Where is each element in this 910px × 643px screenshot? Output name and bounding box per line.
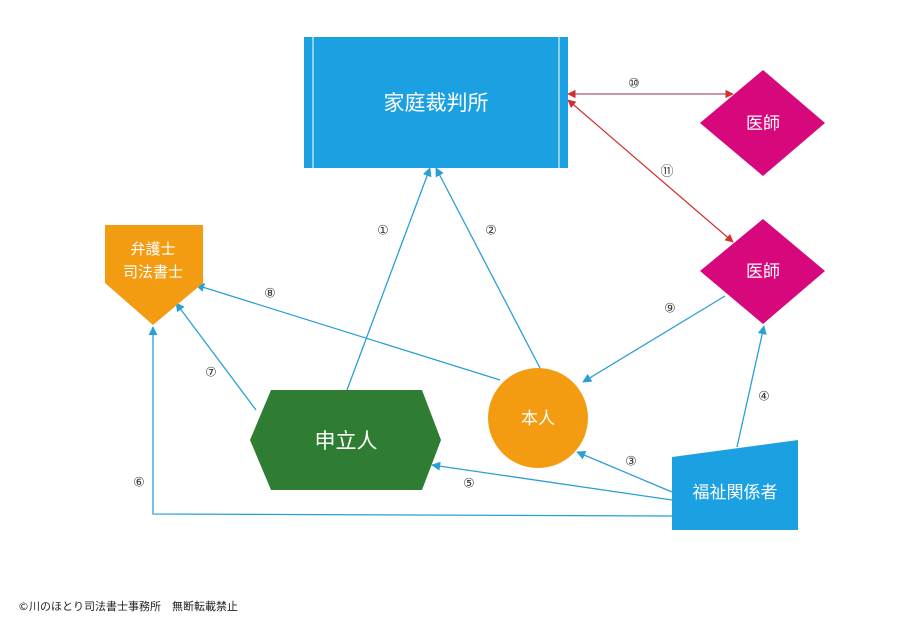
- doctor-top-node: 医師: [700, 70, 825, 176]
- welfare-node: 福祉関係者: [672, 440, 798, 530]
- arrow-11: [567, 99, 734, 243]
- person-label: 本人: [521, 409, 555, 429]
- step-label-11: ⑪: [660, 165, 673, 180]
- step-label-3: ③: [625, 455, 637, 470]
- step-label-8: ⑧: [264, 287, 276, 302]
- arrow-6: [148, 326, 673, 517]
- applicant-node: 申立人: [250, 390, 441, 490]
- step-label-6: ⑥: [133, 476, 145, 491]
- person-node: 本人: [488, 368, 588, 468]
- doctor-right-node: 医師: [700, 219, 825, 324]
- arrow-4: [736, 325, 767, 448]
- lawyer-node: 弁護士 司法書士: [105, 225, 203, 325]
- lawyer-label-line1: 弁護士: [130, 240, 175, 258]
- doctor-top-label: 医師: [746, 114, 780, 134]
- step-label-10: ⑩: [628, 77, 640, 92]
- arrow-5: [431, 461, 673, 501]
- step-label-5: ⑤: [463, 477, 475, 492]
- step-label-9: ⑨: [664, 302, 676, 317]
- arrow-1: [346, 167, 432, 391]
- copyright-footer: ©川のほとり司法書士事務所 無断転載禁止: [18, 600, 238, 613]
- family-court-node: 家庭裁判所: [304, 37, 568, 168]
- step-label-4: ④: [758, 390, 770, 405]
- doctor-right-label: 医師: [746, 262, 780, 282]
- arrow-3: [576, 450, 673, 493]
- arrow-2: [435, 167, 541, 369]
- lawyer-label-line2: 司法書士: [123, 263, 183, 281]
- step-label-7: ⑦: [205, 366, 217, 381]
- step-label-1: ①: [377, 224, 389, 239]
- step-label-2: ②: [485, 224, 497, 239]
- welfare-label: 福祉関係者: [693, 483, 778, 503]
- family-court-label: 家庭裁判所: [384, 91, 489, 115]
- arrow-9: [582, 295, 726, 383]
- arrow-7: [175, 302, 257, 411]
- arrow-8: [195, 283, 501, 381]
- applicant-label: 申立人: [315, 429, 378, 453]
